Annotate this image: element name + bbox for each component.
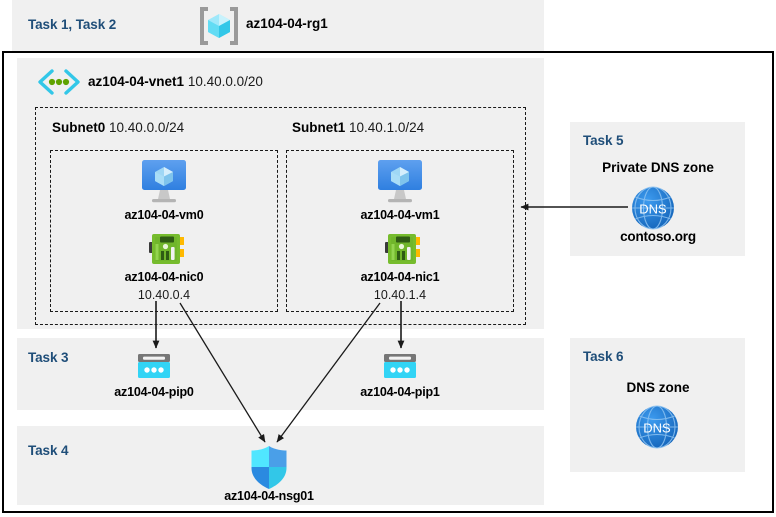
task-label-5: Task 5 [583, 133, 624, 148]
private-dns-zone-title: Private DNS zone [602, 160, 714, 175]
nic0-ip: 10.40.0.4 [137, 288, 191, 302]
network-security-group-icon [248, 443, 290, 491]
resource-group-name: az104-04-rg1 [246, 16, 328, 31]
network-interface-icon [384, 230, 424, 268]
subnet1-name: Subnet1 [292, 120, 346, 135]
vm0-label: az104-04-vm0 [124, 208, 204, 222]
nic1-label: az104-04-nic1 [360, 270, 440, 284]
pip1-label: az104-04-pip1 [360, 385, 440, 399]
subnet0-title: Subnet0 10.40.0.0/24 [52, 120, 184, 135]
subnet0-name: Subnet0 [52, 120, 106, 135]
network-interface-icon [148, 230, 188, 268]
task-label-3: Task 3 [28, 350, 69, 365]
subnet1-title: Subnet1 10.40.1.0/24 [292, 120, 424, 135]
dns-zone-icon: DNS [630, 185, 676, 231]
svg-text:DNS: DNS [643, 421, 671, 436]
private-dns-zone-name: contoso.org [620, 229, 696, 244]
virtual-machine-icon [136, 158, 192, 204]
diagram-outer-border [2, 51, 774, 513]
virtual-machine-icon [372, 158, 428, 204]
dns-zone-title: DNS zone [626, 380, 690, 395]
resource-group-icon [198, 6, 240, 46]
task1-task2-panel [12, 0, 544, 51]
task-label-6: Task 6 [583, 349, 624, 364]
task6-panel [570, 338, 745, 472]
nsg-label: az104-04-nsg01 [224, 489, 314, 503]
virtual-network-icon [37, 69, 81, 95]
subnet0-box [50, 150, 278, 312]
nic1-ip: 10.40.1.4 [373, 288, 427, 302]
vnet-panel [17, 58, 544, 329]
dns-zone-icon: DNS [634, 404, 680, 450]
pip0-label: az104-04-pip0 [114, 385, 194, 399]
svg-text:DNS: DNS [639, 202, 667, 217]
vnet-title: az104-04-vnet1 10.40.0.0/20 [88, 74, 263, 89]
task3-panel [17, 338, 544, 410]
public-ip-address-icon [135, 352, 173, 382]
subnet1-box [286, 150, 514, 312]
subnet1-cidr: 10.40.1.0/24 [349, 120, 425, 135]
task-label-4: Task 4 [28, 443, 69, 458]
subnet0-cidr: 10.40.0.0/24 [109, 120, 185, 135]
vm1-label: az104-04-vm1 [360, 208, 440, 222]
task-label-1-2: Task 1, Task 2 [28, 17, 117, 32]
public-ip-address-icon [381, 352, 419, 382]
nic0-label: az104-04-nic0 [124, 270, 204, 284]
vnet-cidr: 10.40.0.0/20 [187, 74, 263, 89]
vnet-name: az104-04-vnet1 [88, 74, 185, 89]
